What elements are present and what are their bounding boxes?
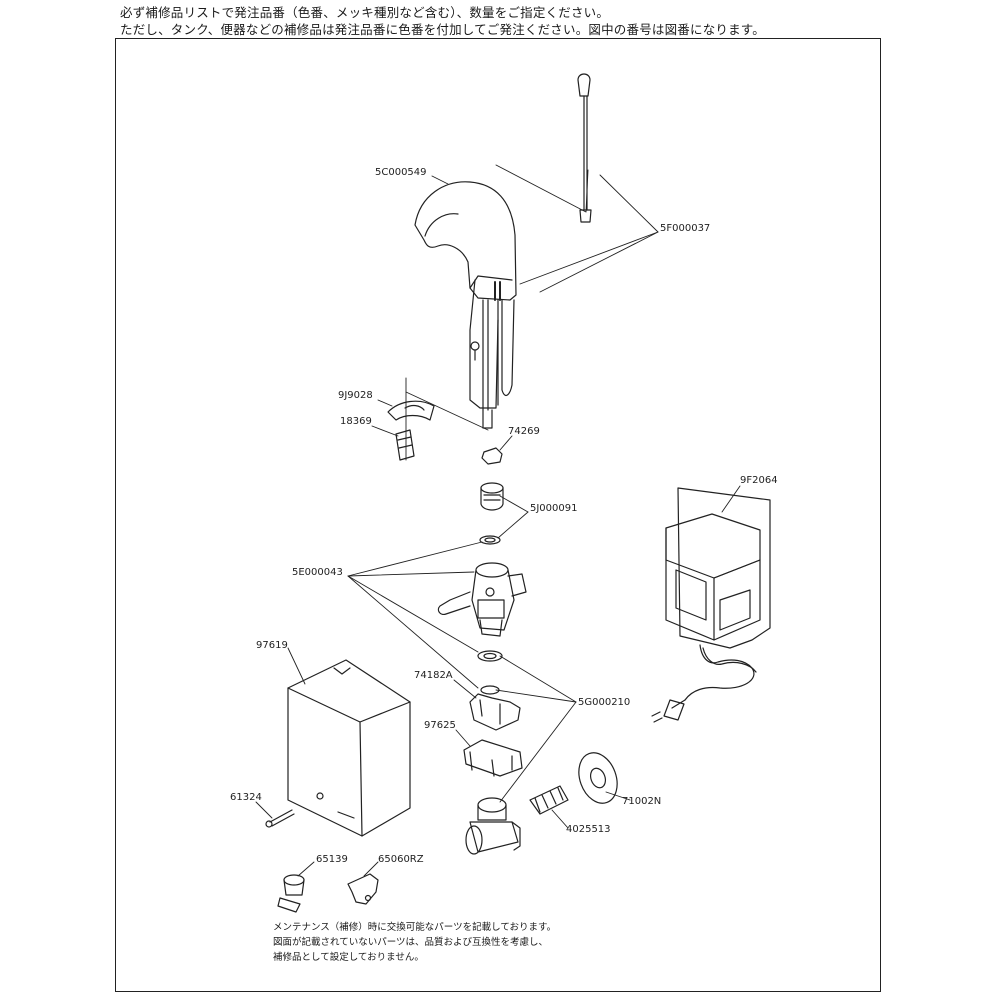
small-nut: [481, 447, 503, 465]
part-label-9J9028: 9J9028: [338, 390, 373, 401]
fixing-nut: [395, 429, 415, 461]
cover-screw: [265, 809, 295, 828]
leader-lines: [255, 174, 741, 877]
part-label-74269: 74269: [508, 426, 540, 437]
part-label-65060RZ: 65060RZ: [378, 854, 424, 865]
wall-escutcheon: [578, 752, 618, 804]
valve-cover: [287, 659, 411, 837]
stop-valve: [465, 797, 521, 855]
note-line-1: メンテナンス（補修）時に交換可能なパーツを記載しております。: [273, 922, 557, 933]
part-label-4025513: 4025513: [566, 824, 611, 835]
note-line-2: 図面が記載されていないパーツは、品質および互換性を考慮し、: [273, 937, 549, 948]
part-label-74182A: 74182A: [414, 670, 453, 681]
check-valve: [479, 482, 504, 545]
part-label-5G000210: 5G000210: [578, 697, 630, 708]
instruction-line-1: 必ず補修品リストで発注品番（色番、メッキ種別など含む）、数量をご指定ください。: [120, 5, 610, 20]
part-label-9F2064: 9F2064: [740, 475, 778, 486]
mounting-bracket: [387, 400, 435, 421]
assembly-guide-lines: [405, 164, 589, 461]
pipe-nipple: [529, 785, 569, 815]
valve-clip: [469, 693, 521, 731]
note-line-3: 補修品として設定しておりません。: [273, 952, 424, 963]
part-label-5C000549: 5C000549: [375, 167, 427, 178]
socket-key: [277, 874, 305, 913]
solenoid-valve: [437, 562, 527, 695]
part-label-5E000043: 5E000043: [292, 567, 343, 578]
part-label-71002N: 71002N: [622, 796, 661, 807]
instruction-line-2: ただし、タンク、便器などの補修品は発注品番に色番を付加してご発注ください。図中の…: [120, 22, 765, 37]
part-label-5J000091: 5J000091: [530, 503, 578, 514]
instruction-header: 必ず補修品リストで発注品番（色番、メッキ種別など含む）、数量をご指定ください。 …: [120, 4, 980, 38]
part-label-5F000037: 5F000037: [660, 223, 710, 234]
wrench-key: [347, 873, 379, 905]
part-label-65139: 65139: [316, 854, 348, 865]
control-box: [651, 487, 771, 723]
part-label-97625: 97625: [424, 720, 456, 731]
diagram-frame: [115, 38, 881, 992]
part-labels: 5C000549 5F000037 9J9028 18369 74269 5J0…: [230, 167, 778, 865]
faucet-spout: [414, 181, 517, 429]
part-label-61324: 61324: [230, 792, 262, 803]
maintenance-note: メンテナンス（補修）時に交換可能なパーツを記載しております。 図面が記載されてい…: [273, 920, 633, 965]
part-label-18369: 18369: [340, 416, 372, 427]
part-label-97619: 97619: [256, 640, 288, 651]
valve-bracket: [463, 739, 523, 777]
sensor-rod: [577, 73, 592, 223]
